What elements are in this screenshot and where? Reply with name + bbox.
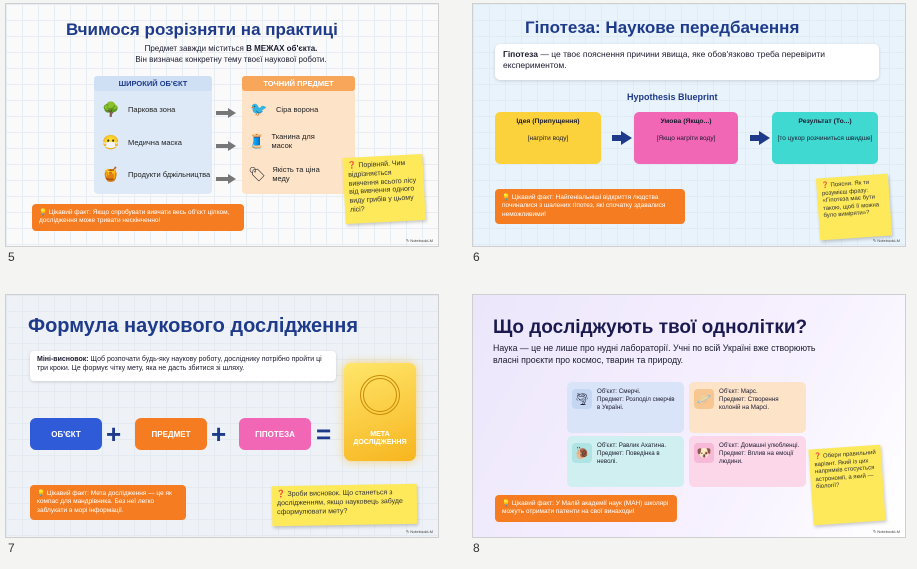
object-item: 🌳Паркова зона (100, 99, 175, 119)
slide-thumbnail-6[interactable]: Гіпотеза: Наукове передбачення Гіпотеза … (472, 3, 906, 247)
peer-project-card: 🐌 Об'єкт: Равлик Ахатина.Предмет: Поведі… (567, 436, 684, 487)
mask-icon: 😷 (102, 133, 120, 150)
slide-subtitle: Предмет завжди міститься В МЕЖАХ об'єкта… (135, 44, 327, 64)
fun-fact-banner: 💡 Цікавий факт: Якщо спробувати вивчати … (32, 204, 244, 231)
slide-number: 6 (473, 250, 480, 264)
object-column-header: ШИРОКИЙ ОБ'ЄКТ (94, 76, 212, 91)
object-item: 😷Медична маска (100, 132, 182, 152)
subject-item: 🐦Сіра ворона (248, 99, 318, 119)
tornado-icon: 🌪 (572, 389, 592, 409)
slide-title: Гіпотеза: Наукове передбачення (525, 18, 800, 37)
arrow-right-icon (612, 131, 632, 145)
arrow-right-icon (216, 141, 236, 151)
arrow-right-icon (216, 108, 236, 118)
slide-thumbnail-7[interactable]: Формула наукового дослідження Міні-висно… (5, 294, 439, 538)
fun-fact-banner: 💡 Цікавий факт: Найгеніальніші відкриття… (495, 189, 685, 225)
arrow-right-icon (216, 174, 236, 184)
subject-column (242, 76, 355, 194)
object-item: 🍯Продукти бджільництва (100, 164, 212, 184)
subject-column-header: ТОЧНИЙ ПРЕДМЕТ (242, 76, 355, 91)
brand-watermark: ✎ NotebookLM (872, 529, 900, 534)
plus-sign: + (106, 419, 122, 449)
slide-number: 8 (473, 541, 480, 555)
condition-card: Умова (Якщо...)[Якщо нагріти воду] (634, 112, 738, 164)
sticky-note: ❓ Поясни. Як ти розумієш фразу: «Гіпотез… (815, 173, 893, 241)
plus-sign: + (211, 419, 227, 449)
brand-watermark: ✎ NotebookLM (405, 238, 433, 243)
subject-item: 🧵Тканина для масок (248, 132, 315, 150)
subject-pill: ПРЕДМЕТ (135, 418, 207, 450)
sticky-note: ❓ Порівняй. Чим відрізняється вивчення в… (342, 153, 426, 225)
peer-project-card: 🪐 Об'єкт: Марс.Предмет: Створення колоні… (689, 382, 806, 433)
peer-project-card: 🐶 Об'єкт: Домашні улюбленці.Предмет: Впл… (689, 436, 806, 487)
slide-title: Вчимося розрізняти на практиці (66, 20, 338, 39)
slide-number: 5 (8, 250, 15, 264)
definition-box: Гіпотеза — це твоє пояснення причини яви… (495, 44, 879, 80)
arrow-right-icon (750, 131, 770, 145)
blueprint-heading: Hypothesis Blueprint (627, 92, 718, 102)
object-column (94, 76, 212, 194)
slide-title: Що досліджують твої однолітки? (493, 317, 808, 338)
equals-sign: = (316, 419, 332, 449)
idea-card: Ідея (Припущення)[нагріти воду] (495, 112, 601, 164)
slide-thumbnail-5[interactable]: Вчимося розрізняти на практиці Предмет з… (5, 3, 439, 247)
intro-text: Наука — це не лише про нудні лабораторії… (493, 343, 816, 365)
snail-icon: 🐌 (572, 443, 592, 463)
slide-title: Формула наукового дослідження (28, 315, 358, 337)
planet-icon: 🪐 (694, 389, 714, 409)
target-icon (360, 375, 400, 415)
fabric-icon: 🧵 (248, 132, 266, 149)
price-tag-icon: 🏷 (248, 165, 267, 182)
subject-item: 🏷Якість та ціна меду (248, 165, 320, 183)
sticky-note: ❓ Зроби висновок. Що станеться з дослідж… (271, 483, 418, 527)
honeycomb-icon: 🍯 (102, 165, 120, 182)
peer-project-card: 🌪 Об'єкт: Смерчі.Предмет: Розподіл смерч… (567, 382, 684, 433)
brand-watermark: ✎ NotebookLM (405, 529, 433, 534)
hypothesis-pill: ГІПОТЕЗА (239, 418, 311, 450)
slide-number: 7 (8, 541, 15, 555)
crow-icon: 🐦 (250, 100, 268, 117)
goal-card: МЕТА ДОСЛІДЖЕННЯ (344, 363, 416, 461)
result-card: Результат (То...)[то цукор розчиниться ш… (772, 112, 878, 164)
sticky-note: ❓ Обери правильний варіант. Який із цих … (808, 444, 886, 526)
goal-label: МЕТА ДОСЛІДЖЕННЯ (353, 431, 407, 447)
fun-fact-banner: 💡 Цікавий факт: Мета дослідження — це як… (30, 485, 186, 521)
mini-conclusion-box: Міні-висновок: Щоб розпочати будь-яку на… (30, 351, 336, 381)
fun-fact-banner: 💡 Цікавий факт: У Малій академії наук (М… (495, 495, 677, 522)
dog-icon: 🐶 (694, 443, 714, 463)
slide-thumbnail-8[interactable]: Що досліджують твої однолітки? Наука — ц… (472, 294, 906, 538)
brand-watermark: ✎ NotebookLM (872, 238, 900, 243)
tree-icon: 🌳 (102, 100, 120, 117)
object-pill: ОБ'ЄКТ (30, 418, 102, 450)
